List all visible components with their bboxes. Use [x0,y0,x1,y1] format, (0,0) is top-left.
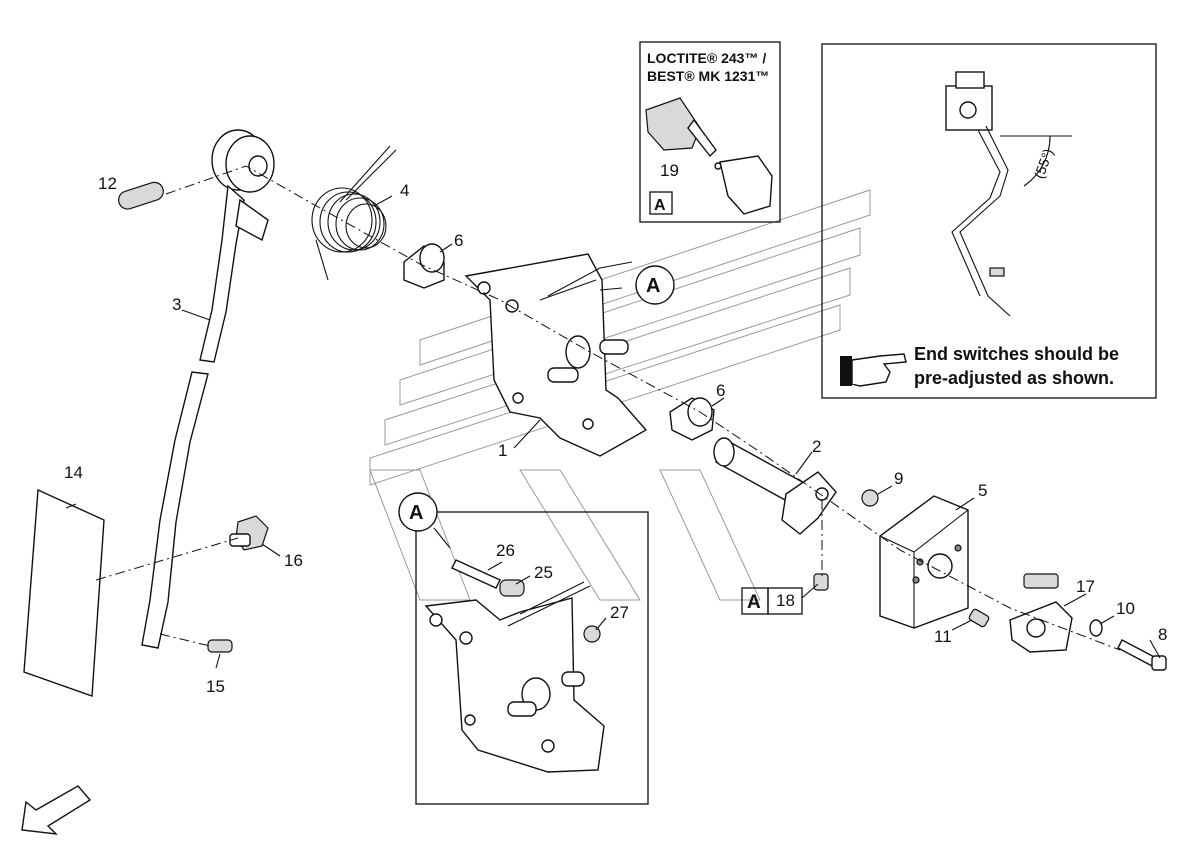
callout-6b: 6 [716,381,725,400]
switch-angle-label: (55°) [1031,146,1056,180]
callout-14: 14 [64,463,83,482]
callout-27: 27 [610,603,629,622]
callout-19: 19 [660,161,679,180]
switch-note-line2: pre-adjusted as shown. [914,368,1114,388]
callout-12: 12 [98,174,117,193]
bushing-part-6a [403,243,445,289]
callout-26: 26 [496,541,515,560]
callout-10: 10 [1116,599,1135,618]
callout-16: 16 [284,551,303,570]
callout-9: 9 [894,469,903,488]
bracket-part-1 [464,253,648,457]
decal-part-14 [23,488,105,697]
callout-4: 4 [400,181,409,200]
callout-3: 3 [172,295,181,314]
screw-part-11 [968,608,990,628]
pin-part-15 [207,639,233,653]
callout-17: 17 [1076,577,1095,596]
switch-housing-part-5 [879,495,969,629]
loctite-label-line1: LOCTITE® 243™ / [647,50,766,66]
callout-25: 25 [534,563,553,582]
arrow-down-left-icon [21,785,92,835]
pointing-hand-icon [840,353,907,387]
callout-11: 11 [934,627,952,646]
torsion-spring-part-4 [311,145,397,281]
callout-18-box [767,587,803,615]
detail-marker-a-main-label: A [646,275,660,297]
switch-note-line1: End switches should be [914,344,1119,364]
callout-8: 8 [1158,625,1167,644]
callout-5: 5 [978,481,987,500]
nut-part-9 [861,489,879,507]
loctite-panel [639,41,781,223]
detail-view-a [415,511,649,805]
pedal-arm-part-3 [141,129,275,649]
bolt-part-16 [229,515,269,551]
callout-18: 18 [776,591,795,610]
leader-lines [65,195,1161,669]
detail-marker-a-detail-label: A [409,502,423,524]
loctite-label-line2: BEST® MK 1231™ [647,68,769,84]
pin-part-12 [118,181,164,210]
callout-1: 1 [498,441,507,460]
micro-switch-part-17 [1009,573,1073,653]
bushing-part-6b [669,397,715,441]
detail-marker-a-detail [398,492,438,532]
detail-marker-a-main [635,265,675,305]
washer-part-10 [1089,619,1103,637]
callout-6a: 6 [454,231,463,250]
loctite-marker-a: A [654,197,666,214]
shaft-part-2 [713,437,837,591]
callout-2: 2 [812,437,821,456]
callout-15: 15 [206,677,225,696]
assembly-axis-lines [95,165,1121,651]
watermark-logo [369,189,871,601]
end-switch-adjustment-panel [821,43,1157,399]
loctite-marker-a-box [649,191,673,215]
loctite-marker-a-18: A [747,592,761,613]
